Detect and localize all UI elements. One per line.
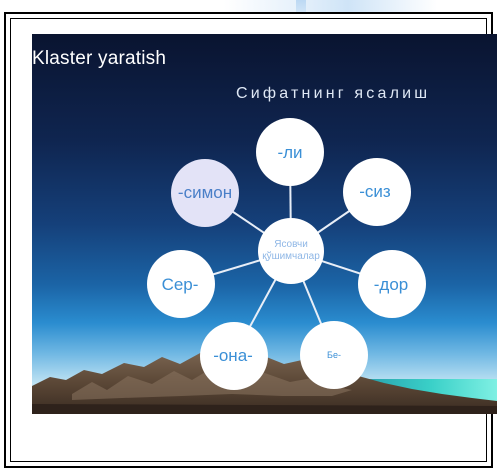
node-li [256,118,324,186]
node-label-be: Бе- [327,350,341,360]
node-center [258,218,324,284]
node-label-siz: -сиз [359,182,391,201]
node-label-center: Ясовчи қўшимчалар [259,239,323,263]
node-simon [171,159,239,227]
slide-title: Klaster yaratish [32,48,167,69]
top-streak-bar [296,0,306,22]
node-ser [147,250,215,318]
slide-background-art [32,352,497,414]
node-label-ona: -она- [213,346,253,365]
center-label-line1: Ясовчи [274,239,308,250]
node-label-simon: -симон [177,183,233,202]
node-label-dor: -дор [373,275,409,294]
node-label-ser: Сер- [161,275,199,294]
slide-subtitle: Сифатнинг ясалиш [236,85,431,102]
node-siz [343,158,411,226]
slide [32,34,497,414]
node-dor [358,250,426,318]
node-label-li: -ли [277,143,303,162]
node-ona [200,322,268,390]
center-label-line2: қўшимчалар [262,251,320,262]
node-be [300,321,368,389]
